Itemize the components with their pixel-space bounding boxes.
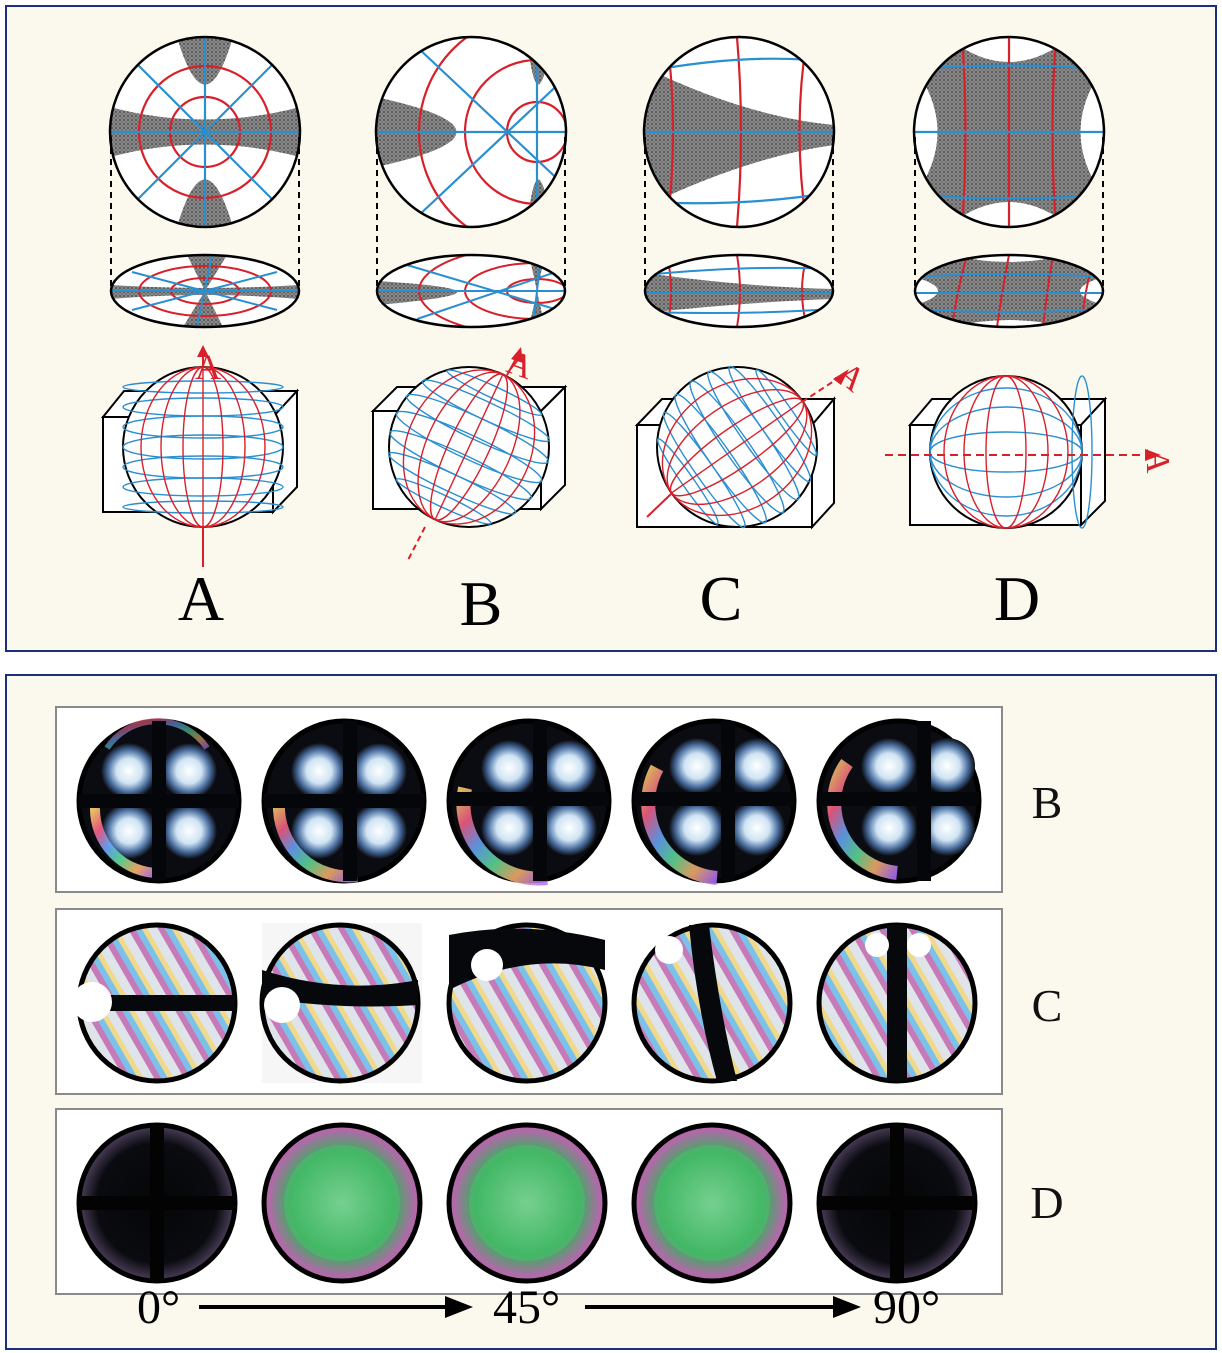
row-label-d: D xyxy=(1030,1177,1064,1228)
row-d-conoscope-1 xyxy=(76,1122,238,1284)
angle-middle-label: 45° xyxy=(493,1281,561,1334)
row-label-b: B xyxy=(1031,777,1063,828)
arrow-0-to-45 xyxy=(199,1296,473,1318)
column-b-diagram xyxy=(370,35,568,563)
top-panel: A A A A A B C D xyxy=(5,5,1217,652)
axis-marker-d: A xyxy=(1139,449,1176,474)
orientation-diagram: A A A A xyxy=(100,35,1176,567)
column-label-a: A xyxy=(177,563,225,634)
row-d-conoscope-3 xyxy=(446,1122,608,1284)
row-c-conoscope-2 xyxy=(259,922,422,1084)
row-b-conoscope-1 xyxy=(76,718,242,884)
row-d-conoscope-2 xyxy=(261,1122,423,1284)
column-label-d: D xyxy=(993,563,1041,634)
row-b-conoscope-4 xyxy=(631,718,797,885)
row-b-figures xyxy=(76,718,982,886)
row-c-conoscope-3 xyxy=(446,922,608,1084)
angle-start-label: 0° xyxy=(137,1281,181,1334)
axis-marker-c: A xyxy=(830,355,873,399)
column-c-diagram xyxy=(634,35,849,530)
row-c-conoscope-5 xyxy=(816,922,978,1084)
row-b-conoscope-3 xyxy=(446,718,612,886)
row-c-conoscope-1 xyxy=(72,922,238,1084)
row-c-box xyxy=(55,908,1003,1095)
column-d-diagram xyxy=(885,35,1161,529)
row-d-conoscope-5 xyxy=(816,1122,978,1284)
bottom-panel: B xyxy=(5,674,1217,1350)
axis-marker-a: A xyxy=(195,347,221,387)
column-label-c: C xyxy=(699,563,743,634)
row-d-figures xyxy=(76,1122,978,1284)
column-label-b: B xyxy=(459,568,503,639)
row-label-c: C xyxy=(1031,980,1063,1031)
row-b-conoscope-5 xyxy=(816,718,982,884)
column-a-diagram xyxy=(100,35,302,567)
row-b-conoscope-2 xyxy=(261,718,427,884)
row-d-box xyxy=(55,1108,1003,1295)
arrow-45-to-90 xyxy=(585,1296,861,1318)
angle-end-label: 90° xyxy=(873,1281,941,1334)
row-d-conoscope-4 xyxy=(631,1122,793,1284)
row-b-box xyxy=(55,706,1003,893)
row-c-figures xyxy=(72,922,978,1084)
row-c-conoscope-4 xyxy=(631,922,793,1084)
